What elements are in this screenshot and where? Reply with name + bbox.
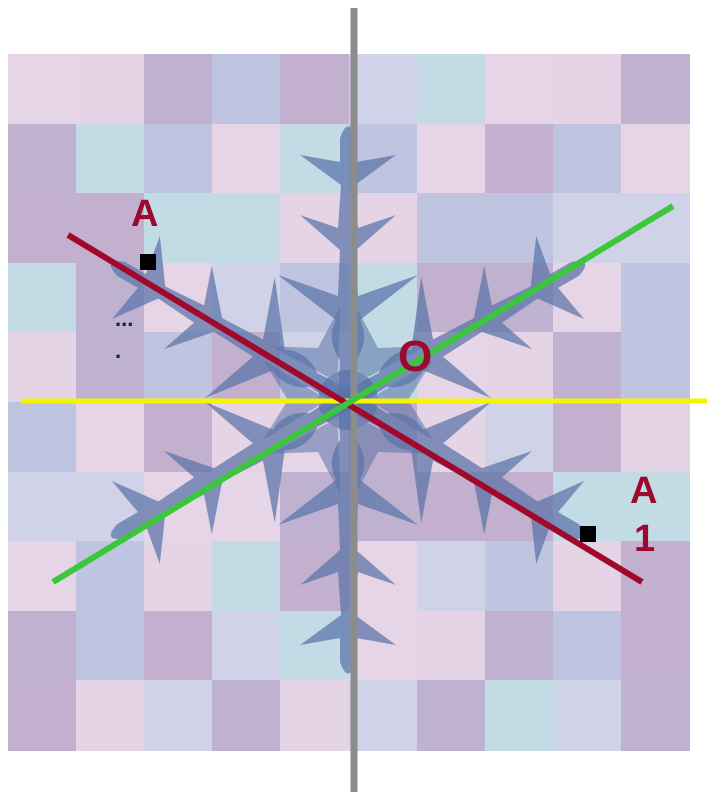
- grid-cell: [76, 123, 145, 194]
- grid-cell: [8, 471, 77, 542]
- grid-cell: [552, 123, 622, 194]
- grid-cell: [484, 610, 554, 681]
- label-o: O: [398, 332, 433, 381]
- grid-cell: [620, 123, 690, 194]
- grid-cell: [552, 541, 622, 612]
- point-a-marker: [140, 254, 156, 270]
- grid-cell: [76, 402, 145, 473]
- snowflake-inner-spike: [355, 422, 426, 494]
- point-a1-marker: [580, 526, 596, 542]
- ellipsis-bottom: .: [115, 338, 122, 363]
- grid-cell: [76, 54, 145, 125]
- snowflake-arm: [343, 235, 586, 409]
- grid-cell: [416, 123, 486, 194]
- grid-cell: [280, 54, 350, 125]
- grid-cell: [280, 680, 350, 751]
- grid-cell: [144, 541, 213, 612]
- grid-cell: [416, 610, 486, 681]
- ellipsis-top: ...: [115, 306, 134, 331]
- grid-cell: [620, 262, 690, 333]
- grid-cell: [144, 123, 213, 194]
- grid-cell: [76, 332, 145, 403]
- grid-cell: [416, 54, 486, 125]
- grid-cell: [416, 541, 486, 612]
- grid-cell: [8, 123, 77, 194]
- grid-cell: [348, 680, 418, 751]
- grid-cell: [76, 541, 145, 612]
- grid-cell: [212, 541, 281, 612]
- grid-cell: [620, 402, 690, 473]
- grid-cell: [76, 680, 145, 751]
- grid-cell: [8, 262, 77, 333]
- grid-cell: [552, 680, 622, 751]
- grid-cell: [416, 680, 486, 751]
- grid-cell: [144, 332, 213, 403]
- snowflake-arm: [278, 400, 418, 674]
- grid-cell: [416, 193, 486, 264]
- grid-cell: [620, 680, 690, 751]
- snowflake-arm: [278, 126, 418, 400]
- grid-cell: [8, 680, 77, 751]
- grid-cell: [212, 610, 281, 681]
- grid-cell: [348, 54, 418, 125]
- grid-cell: [144, 680, 213, 751]
- grid-cell: [144, 610, 213, 681]
- label-a1-letter: A: [630, 470, 658, 512]
- snowflake-inner-spike: [270, 306, 341, 378]
- grid-cell: [620, 471, 690, 542]
- snowflake-inner-spike: [355, 306, 426, 378]
- grid-cell: [484, 541, 554, 612]
- grid-cell: [8, 193, 77, 264]
- grid-cell: [144, 54, 213, 125]
- grid-cell: [484, 54, 554, 125]
- label-a1-subscript: 1: [634, 518, 656, 560]
- grid-cell: [212, 54, 281, 125]
- grid-cell: [552, 610, 622, 681]
- grid-cell: [484, 123, 554, 194]
- grid-cell: [552, 332, 622, 403]
- grid-cell: [552, 54, 622, 125]
- grid-cell: [212, 123, 281, 194]
- snowflake-arm: [110, 235, 353, 409]
- grid-cell: [8, 54, 77, 125]
- grid-cell: [212, 680, 281, 751]
- axis-line-green: [51, 203, 675, 585]
- grid-cell: [8, 332, 77, 403]
- grid-cell: [76, 610, 145, 681]
- grid-cell: [76, 193, 145, 264]
- grid-cell: [620, 332, 690, 403]
- snowflake-inner-spike: [270, 422, 341, 494]
- grid-cell: [212, 193, 281, 264]
- grid-cell: [552, 402, 622, 473]
- grid-cell: [484, 680, 554, 751]
- grid-cell: [552, 193, 622, 264]
- grid-cell: [620, 54, 690, 125]
- grid-cell: [8, 402, 77, 473]
- label-a: A: [131, 193, 159, 235]
- grid-cell: [620, 610, 690, 681]
- axis-line-red: [66, 232, 644, 585]
- grid-cell: [8, 610, 77, 681]
